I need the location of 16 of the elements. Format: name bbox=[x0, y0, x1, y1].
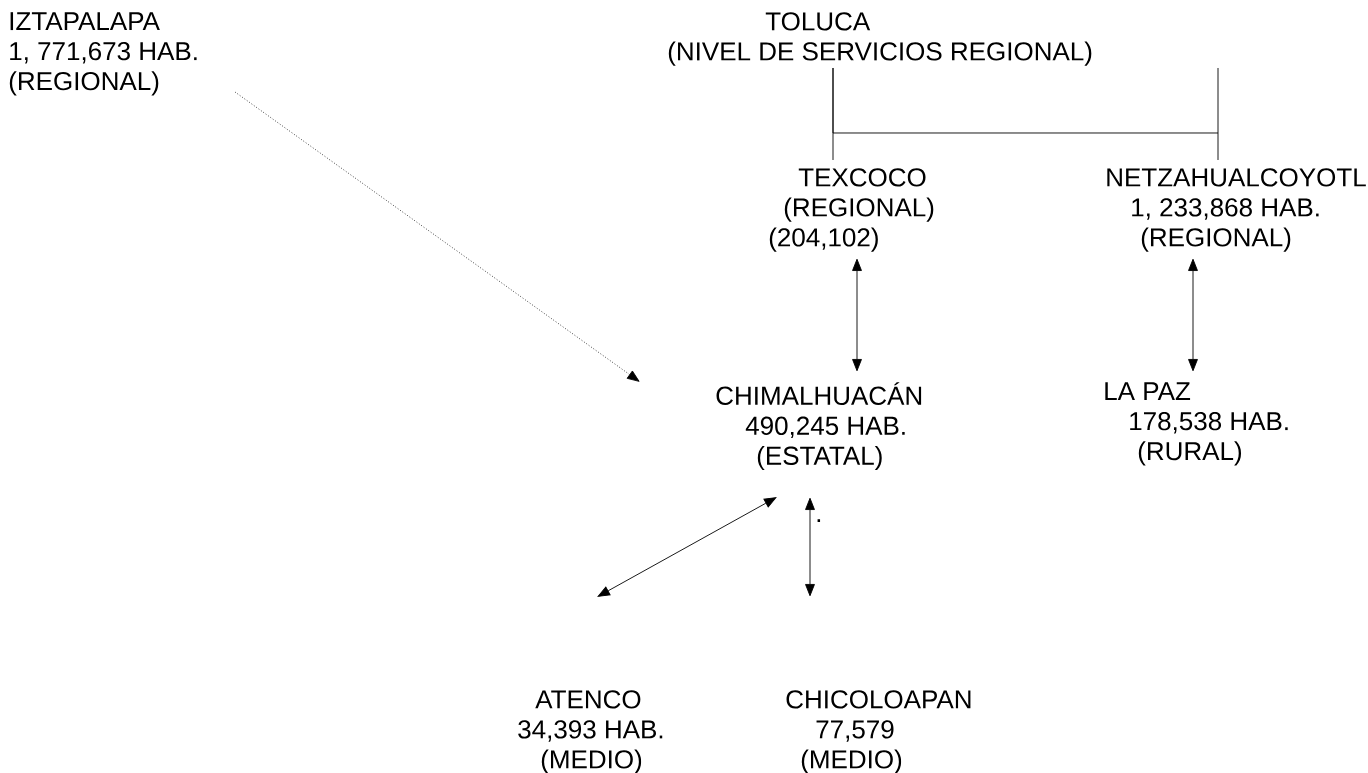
connector-line bbox=[832, 67, 1219, 161]
city-label: LA PAZ 178,538 HAB. (RURAL) bbox=[1105, 382, 1288, 466]
city-label: CHIMALHUACÁN 490,245 HAB. (ESTATAL) bbox=[716, 382, 922, 471]
arrow bbox=[852, 258, 862, 372]
bracket-line bbox=[1217, 67, 1219, 134]
arrow bbox=[805, 497, 815, 597]
city-label: IZTAPALAPA 1, 771,673 HAB. (REGIONAL) bbox=[9, 12, 197, 96]
dot-mark: . bbox=[817, 519, 821, 522]
city-label: TOLUCA (NIVEL DE SERVICIOS REGIONAL) bbox=[668, 12, 1092, 66]
city-label: ATENCO 34,393 HAB. (MEDIO) bbox=[518, 690, 663, 773]
city-label: CHICOLOAPAN 77,579 (MEDIO) bbox=[786, 690, 971, 773]
city-label: TEXCOCO (REGIONAL) (204,102) bbox=[769, 168, 934, 252]
city-label: NETZAHUALCOYOTL 1, 233,868 HAB. (REGIONAL) bbox=[1107, 168, 1366, 252]
arrow bbox=[1188, 258, 1198, 372]
arrow bbox=[597, 497, 777, 597]
arrow bbox=[234, 91, 640, 382]
